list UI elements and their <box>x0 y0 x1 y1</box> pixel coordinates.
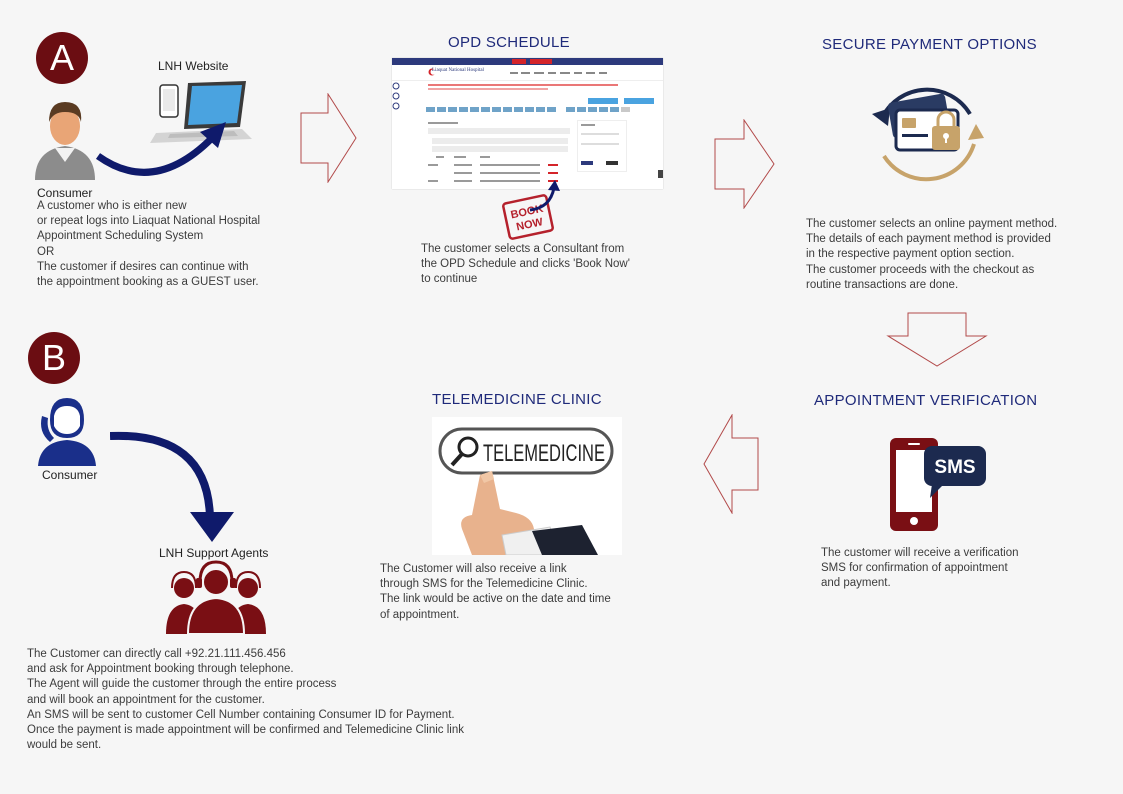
consumer-label-a: Consumer <box>37 186 93 200</box>
appointment-verification-description: The customer will receive a verification… <box>821 547 1019 590</box>
opd-filter-tabs <box>588 98 654 104</box>
curved-arrow-consumer-to-website <box>94 118 234 188</box>
flow-arrow-left <box>702 414 760 514</box>
secure-payment-description: The customer selects an online payment m… <box>806 218 1058 291</box>
badge-a-letter: A <box>50 37 74 78</box>
consumer-avatar-icon <box>33 92 97 182</box>
lnh-website-label: LNH Website <box>158 59 229 73</box>
opd-topbar <box>392 58 663 65</box>
section-b-description: The Customer can directly call +92.21.11… <box>27 648 465 752</box>
opd-schedule-description: The customer selects a Consultant from t… <box>421 243 630 286</box>
telemedicine-image: TELEMEDICINE <box>432 417 622 555</box>
opd-chat-tab <box>658 170 663 178</box>
opd-filter-panel <box>577 120 627 172</box>
curved-arrow-consumer-to-agents <box>110 430 240 546</box>
section-a-description: A customer who is either new or repeat l… <box>37 200 261 289</box>
sms-phone-icon: SMS <box>888 436 988 534</box>
badge-b: B <box>28 332 80 384</box>
opd-nav-menu <box>510 72 607 74</box>
opd-brand: Liaquat National Hospital <box>432 68 484 73</box>
book-now-line2: NOW <box>515 216 544 233</box>
secure-payment-icon <box>862 74 992 196</box>
telemedicine-search-text: TELEMEDICINE <box>483 440 605 467</box>
opd-notice-line <box>428 84 618 86</box>
curved-arrow-to-book-now <box>528 180 564 214</box>
lnh-support-agents-label: LNH Support Agents <box>159 546 269 560</box>
opd-notice-line <box>428 88 548 90</box>
consumer-label-b: Consumer <box>42 468 98 482</box>
opd-schedule-heading: OPD SCHEDULE <box>448 34 570 51</box>
flow-arrow-right-1 <box>300 93 358 183</box>
caller-icon <box>36 396 98 466</box>
flow-arrow-down <box>886 312 988 368</box>
telemedicine-description: The Customer will also receive a link th… <box>380 563 611 621</box>
opd-schedule-screenshot: Liaquat National Hospital <box>392 58 663 189</box>
opd-topbar-pill <box>530 59 552 64</box>
lnh-crescent-icon <box>428 68 436 76</box>
opd-date-bar <box>426 107 656 112</box>
flow-arrow-right-2 <box>714 119 776 209</box>
badge-b-letter: B <box>42 337 66 378</box>
sms-bubble-label: SMS <box>934 457 975 478</box>
support-agents-icon <box>162 560 270 634</box>
secure-payment-heading: SECURE PAYMENT OPTIONS <box>822 36 1037 53</box>
opd-doctor-panel <box>428 122 570 188</box>
opd-side-icons <box>392 82 400 110</box>
opd-topbar-pill <box>512 59 526 64</box>
telemedicine-heading: TELEMEDICINE CLINIC <box>432 391 602 408</box>
appointment-verification-heading: APPOINTMENT VERIFICATION <box>814 392 1038 409</box>
badge-a: A <box>36 32 88 84</box>
